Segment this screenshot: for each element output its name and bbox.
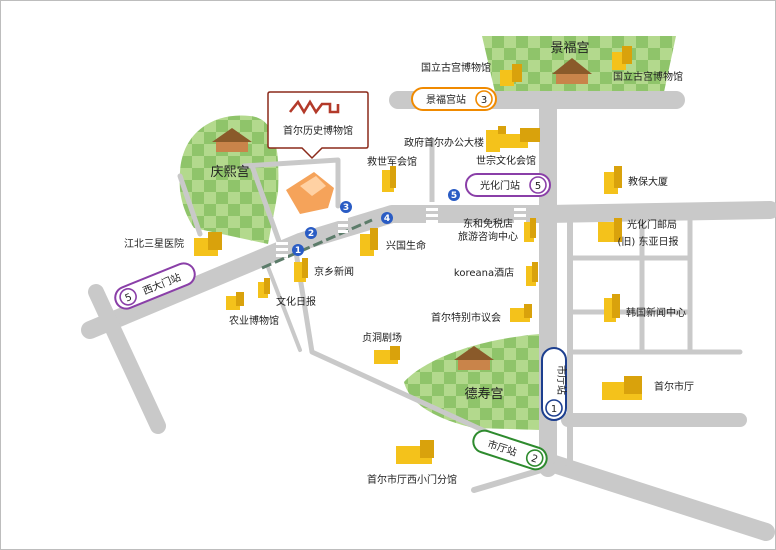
station-seodaemun[interactable]: 5 西大门站 bbox=[112, 260, 198, 312]
road-museum-west bbox=[249, 163, 283, 247]
road-west-small bbox=[264, 260, 302, 352]
palace-name-gyeonghuigung: 庆熙宫 bbox=[210, 165, 249, 180]
building-agri-museum bbox=[226, 292, 244, 310]
building-press-center bbox=[604, 294, 620, 322]
svg-text:光化门站: 光化门站 bbox=[480, 179, 520, 192]
exit-marker-5: 5 bbox=[448, 189, 460, 201]
building-munhwa-ilbo bbox=[258, 278, 270, 298]
label-press-center: 韩国新闻中心 bbox=[626, 306, 686, 319]
svg-text:5: 5 bbox=[124, 292, 134, 305]
museum-callout: 首尔历史博物馆 bbox=[267, 91, 369, 160]
station-gwanghwamun[interactable]: 光化门站 5 bbox=[465, 173, 551, 197]
label-palace-museum-left: 国立古宫博物馆 bbox=[421, 61, 491, 74]
label-kyobo: 教保大厦 bbox=[628, 175, 668, 188]
svg-text:2: 2 bbox=[530, 453, 539, 465]
svg-text:5: 5 bbox=[451, 191, 457, 201]
station-gyeongbokgung[interactable]: 景福宫站 3 bbox=[411, 87, 497, 111]
label-koreana: koreana酒店 bbox=[454, 266, 514, 279]
label-sejong-center: 世宗文化会馆 bbox=[476, 154, 536, 167]
label-tourist-info: 旅游咨询中心 bbox=[458, 230, 518, 243]
callout-title: 首尔历史博物馆 bbox=[283, 124, 353, 137]
label-kangbuk-samsung: 江北三星医院 bbox=[124, 237, 184, 250]
subway-line-5-track bbox=[261, 218, 373, 270]
station-cityhall-line1[interactable]: 市厅站 1 bbox=[541, 347, 568, 421]
road-jeongdong bbox=[293, 249, 551, 463]
svg-text:市厅站: 市厅站 bbox=[555, 365, 568, 395]
museum-logo-icon bbox=[288, 99, 340, 115]
svg-text:景福宫站: 景福宫站 bbox=[426, 93, 466, 106]
building-city-hall bbox=[602, 376, 642, 400]
svg-text:5: 5 bbox=[535, 181, 541, 192]
building-salvation-army bbox=[382, 166, 396, 192]
gyeonghuigung-grounds bbox=[179, 115, 279, 244]
label-munhwa-ilbo: 文化日报 bbox=[276, 295, 316, 308]
label-kyunghyang: 京乡新闻 bbox=[314, 265, 354, 278]
building-kyunghyang bbox=[294, 258, 308, 282]
svg-text:3: 3 bbox=[481, 95, 487, 106]
building-kyobo bbox=[604, 166, 622, 194]
palace-name-gyeongbokgung: 景福宫 bbox=[550, 41, 589, 56]
svg-text:2: 2 bbox=[308, 229, 314, 239]
building-palace-museum-left bbox=[500, 64, 522, 86]
buildings bbox=[194, 46, 642, 464]
building-chungdong bbox=[374, 346, 400, 364]
exit-marker-3: 3 bbox=[340, 201, 352, 213]
building-council bbox=[510, 304, 532, 322]
label-dong-a: (旧) 东亚日报 bbox=[618, 235, 679, 248]
label-agri-museum: 农业博物馆 bbox=[229, 314, 279, 327]
exit-marker-1: 1 bbox=[292, 244, 304, 256]
label-salvation-army: 救世军会馆 bbox=[367, 155, 417, 168]
station-cityhall-line2[interactable]: 市厅站 2 bbox=[470, 428, 549, 472]
crosswalks bbox=[276, 202, 526, 257]
sejong-median bbox=[566, 112, 574, 200]
exit-marker-4: 4 bbox=[381, 212, 393, 224]
building-seosomun bbox=[396, 440, 434, 464]
palace-icon bbox=[212, 128, 252, 152]
palace-icon bbox=[552, 58, 592, 84]
road-taepyeong bbox=[539, 453, 775, 541]
label-palace-museum-right: 国立古宫博物馆 bbox=[613, 70, 683, 83]
building-sejong-center bbox=[498, 128, 540, 148]
svg-text:3: 3 bbox=[343, 203, 349, 213]
exit-marker-2: 2 bbox=[305, 227, 317, 239]
label-gwanghwamun-post: 光化门邮局 bbox=[627, 218, 677, 231]
svg-text:1: 1 bbox=[551, 404, 557, 415]
building-dongwha bbox=[524, 218, 536, 242]
road-cityhall-south bbox=[471, 459, 571, 493]
palace-name-deoksugung: 德寿宫 bbox=[464, 387, 503, 402]
building-koreana bbox=[526, 262, 538, 286]
building-heungkuk bbox=[360, 228, 378, 256]
road-uijuro bbox=[88, 284, 166, 434]
label-dongwha: 东和免税店 bbox=[463, 217, 513, 230]
label-chungdong: 贞洞剧场 bbox=[362, 331, 402, 344]
label-city-hall: 首尔市厅 bbox=[654, 380, 694, 393]
label-council: 首尔特别市议会 bbox=[431, 311, 501, 324]
road-saemunan bbox=[81, 201, 776, 339]
svg-text:4: 4 bbox=[384, 214, 390, 224]
label-heungkuk: 兴国生命 bbox=[386, 239, 426, 252]
landmark-labels: 国立古宫博物馆 国立古宫博物馆 政府首尔办公大楼 世宗文化会馆 救世军会馆 江北… bbox=[124, 61, 694, 486]
museum-building bbox=[286, 172, 334, 214]
label-gov-complex: 政府首尔办公大楼 bbox=[404, 136, 484, 149]
building-kangbuk-samsung bbox=[194, 232, 222, 256]
road-side-a bbox=[177, 173, 203, 237]
road-museum-north bbox=[241, 157, 341, 209]
label-seosomun: 首尔市厅西小门分馆 bbox=[367, 473, 457, 486]
svg-text:1: 1 bbox=[295, 246, 301, 256]
deoksugung-grounds bbox=[404, 334, 540, 430]
building-gwanghwamun-post bbox=[598, 218, 622, 242]
building-palace-museum-right bbox=[612, 46, 632, 70]
roads bbox=[81, 91, 776, 541]
palace-icon bbox=[454, 346, 494, 370]
